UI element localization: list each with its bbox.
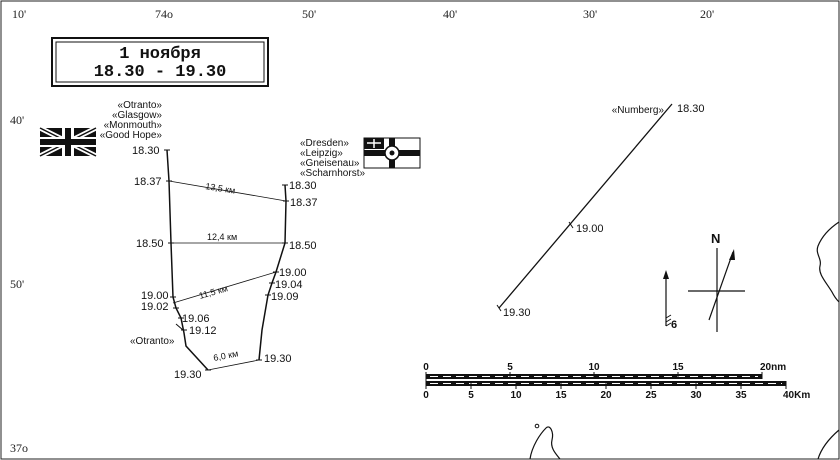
nurnberg-track: [498, 103, 673, 309]
german-time-1830: 18.30: [289, 180, 317, 192]
german-time-1850: 18.50: [289, 240, 317, 252]
scale-km-ticks: 0 5 10 15 20 25 30 35 40Km: [423, 390, 810, 401]
distance-lines: [168, 180, 287, 371]
ship-name-gneisenau: «Gneisenau»: [300, 158, 360, 169]
scale-km-15: 15: [555, 390, 567, 401]
ship-name-good-hope: «Good Hope»: [100, 130, 163, 141]
coastline-south-east: [817, 429, 840, 460]
scale-km-25: 25: [645, 390, 657, 401]
ship-name-monmouth: «Monmouth»: [104, 120, 163, 131]
top-label-20: 20': [700, 7, 714, 21]
british-time-1837: 18.37: [134, 176, 162, 188]
scale-km-end: 40Km: [783, 390, 810, 401]
distance-label-1: 13,5 км: [205, 181, 236, 196]
british-time-1930: 19.30: [174, 369, 202, 381]
german-time-1837: 18.37: [290, 197, 318, 209]
left-label-50: 50': [10, 277, 24, 291]
scale-nm-10: 10: [588, 362, 600, 373]
scale-km-0: 0: [423, 390, 429, 401]
scale-km-5: 5: [468, 390, 474, 401]
ship-name-dresden: «Dresden»: [300, 138, 349, 149]
nurnberg-label: «Numberg»: [612, 105, 665, 116]
nurnberg-time-1830: 18.30: [677, 103, 705, 115]
graticule-labels: 10' 74o 50' 40' 30' 20' 40' 50' 37o: [10, 7, 714, 455]
top-label-30: 30': [583, 7, 597, 21]
british-ship-names: «Otranto» «Glasgow» «Monmouth» «Good Hop…: [100, 100, 163, 141]
top-label-10: 10': [12, 7, 26, 21]
german-time-1909: 19.09: [271, 291, 299, 303]
ship-name-scharnhorst: «Scharnhorst»: [300, 168, 365, 179]
distance-label-3: 11,5 км: [198, 283, 229, 301]
compass-north-label: N: [711, 231, 720, 246]
title-time-range: 18.30 - 19.30: [94, 63, 227, 82]
north-compass-icon: N: [688, 231, 745, 332]
title-date: 1 ноября: [119, 45, 201, 64]
top-label-74: 74o: [155, 7, 173, 21]
german-squadron-track: [258, 184, 287, 361]
coastline-east: [816, 221, 840, 303]
wind-force-label: 6: [671, 319, 677, 331]
british-time-1900: 19.00: [141, 290, 169, 302]
scale-nm-15: 15: [672, 362, 684, 373]
ship-name-otranto: «Otranto»: [118, 100, 163, 111]
scale-km-20: 20: [600, 390, 612, 401]
left-label-40: 40': [10, 113, 24, 127]
british-time-1912: 19.12: [189, 325, 217, 337]
left-label-37: 37o: [10, 441, 28, 455]
german-time-1900: 19.00: [279, 267, 307, 279]
coastline-south: [529, 426, 561, 460]
german-time-1930: 19.30: [264, 353, 292, 365]
german-naval-ensign-icon: [363, 137, 421, 169]
german-time-1904: 19.04: [275, 279, 303, 291]
wind-arrow-icon: 6: [663, 270, 677, 331]
british-time-1902: 19.02: [141, 301, 169, 313]
nurnberg-time-1930: 19.30: [503, 307, 531, 319]
british-time-1830: 18.30: [132, 145, 160, 157]
title-box: 1 ноября 18.30 - 19.30: [51, 37, 269, 87]
otranto-label: «Otranto»: [130, 336, 175, 347]
union-jack-flag-icon: [38, 125, 98, 159]
distance-label-2: 12,4 км: [207, 232, 237, 242]
top-label-50: 50': [302, 7, 316, 21]
scale-nm-5: 5: [507, 362, 513, 373]
ship-name-leipzig: «Leipzig»: [300, 148, 343, 159]
scale-bar: 0 5 10 15 20nm 0 5 10: [423, 362, 810, 401]
german-time-labels: 18.30 18.37 18.50 19.00 19.04 19.09 19.3…: [264, 180, 318, 365]
british-time-labels: 18.30 18.37 18.50 19.00 19.02 19.06 19.1…: [132, 145, 217, 381]
island-dot: [534, 423, 540, 429]
scale-nm-0: 0: [423, 362, 429, 373]
scale-km-35: 35: [735, 390, 747, 401]
british-time-1850: 18.50: [136, 238, 164, 250]
nurnberg-time-1900: 19.00: [576, 223, 604, 235]
nurnberg-track-ticks: [496, 221, 574, 312]
scale-nm-ticks: 0 5 10 15 20nm: [423, 362, 786, 373]
scale-km-10: 10: [510, 390, 522, 401]
otranto-branch: [175, 323, 184, 331]
top-label-40: 40': [443, 7, 457, 21]
ship-name-glasgow: «Glasgow»: [112, 110, 162, 121]
german-ship-names: «Dresden» «Leipzig» «Gneisenau» «Scharnh…: [300, 138, 365, 179]
scale-nm-end: 20nm: [760, 362, 786, 373]
scale-km-30: 30: [690, 390, 702, 401]
british-time-1906: 19.06: [182, 313, 210, 325]
distance-label-4: 6,0 км: [212, 348, 239, 363]
